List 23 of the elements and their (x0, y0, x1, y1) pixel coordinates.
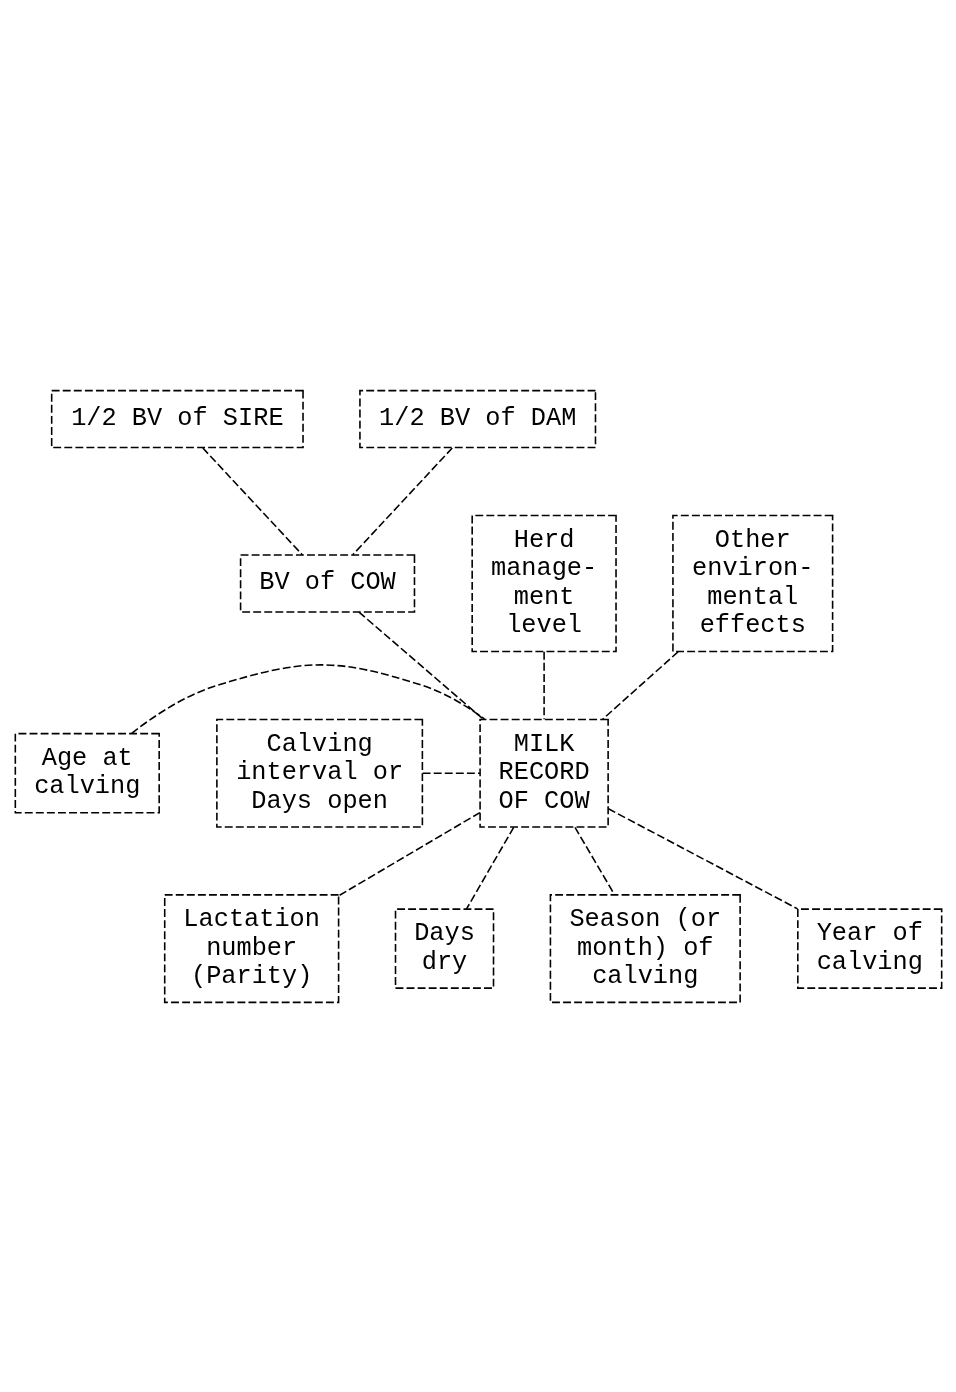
connector (337, 811, 481, 896)
connector (542, 650, 545, 720)
node-box: MILK RECORD OF COW (478, 718, 609, 828)
connector (601, 650, 679, 720)
node-box: Age at calving (14, 732, 160, 813)
connector (130, 663, 485, 734)
connector (201, 446, 303, 556)
node-box: Season (or month) of calving (549, 893, 741, 1003)
connector (607, 807, 798, 910)
connector (357, 610, 484, 720)
node-box: 1/2 BV of DAM (358, 389, 596, 448)
node-box: Calving interval or Days open (215, 718, 423, 828)
connector (351, 446, 453, 556)
connector (465, 826, 514, 910)
node-box: Days dry (394, 907, 494, 989)
connector (573, 826, 615, 896)
node-box: Other environ- mental effects (671, 514, 833, 652)
node-box: BV of COW (239, 553, 415, 613)
node-box: Lactation number (Parity) (163, 893, 339, 1003)
node-box: Herd manage- ment level (470, 514, 617, 652)
node-box: 1/2 BV of SIRE (50, 389, 304, 448)
node-box: Year of calving (796, 907, 942, 989)
connector (421, 771, 481, 774)
